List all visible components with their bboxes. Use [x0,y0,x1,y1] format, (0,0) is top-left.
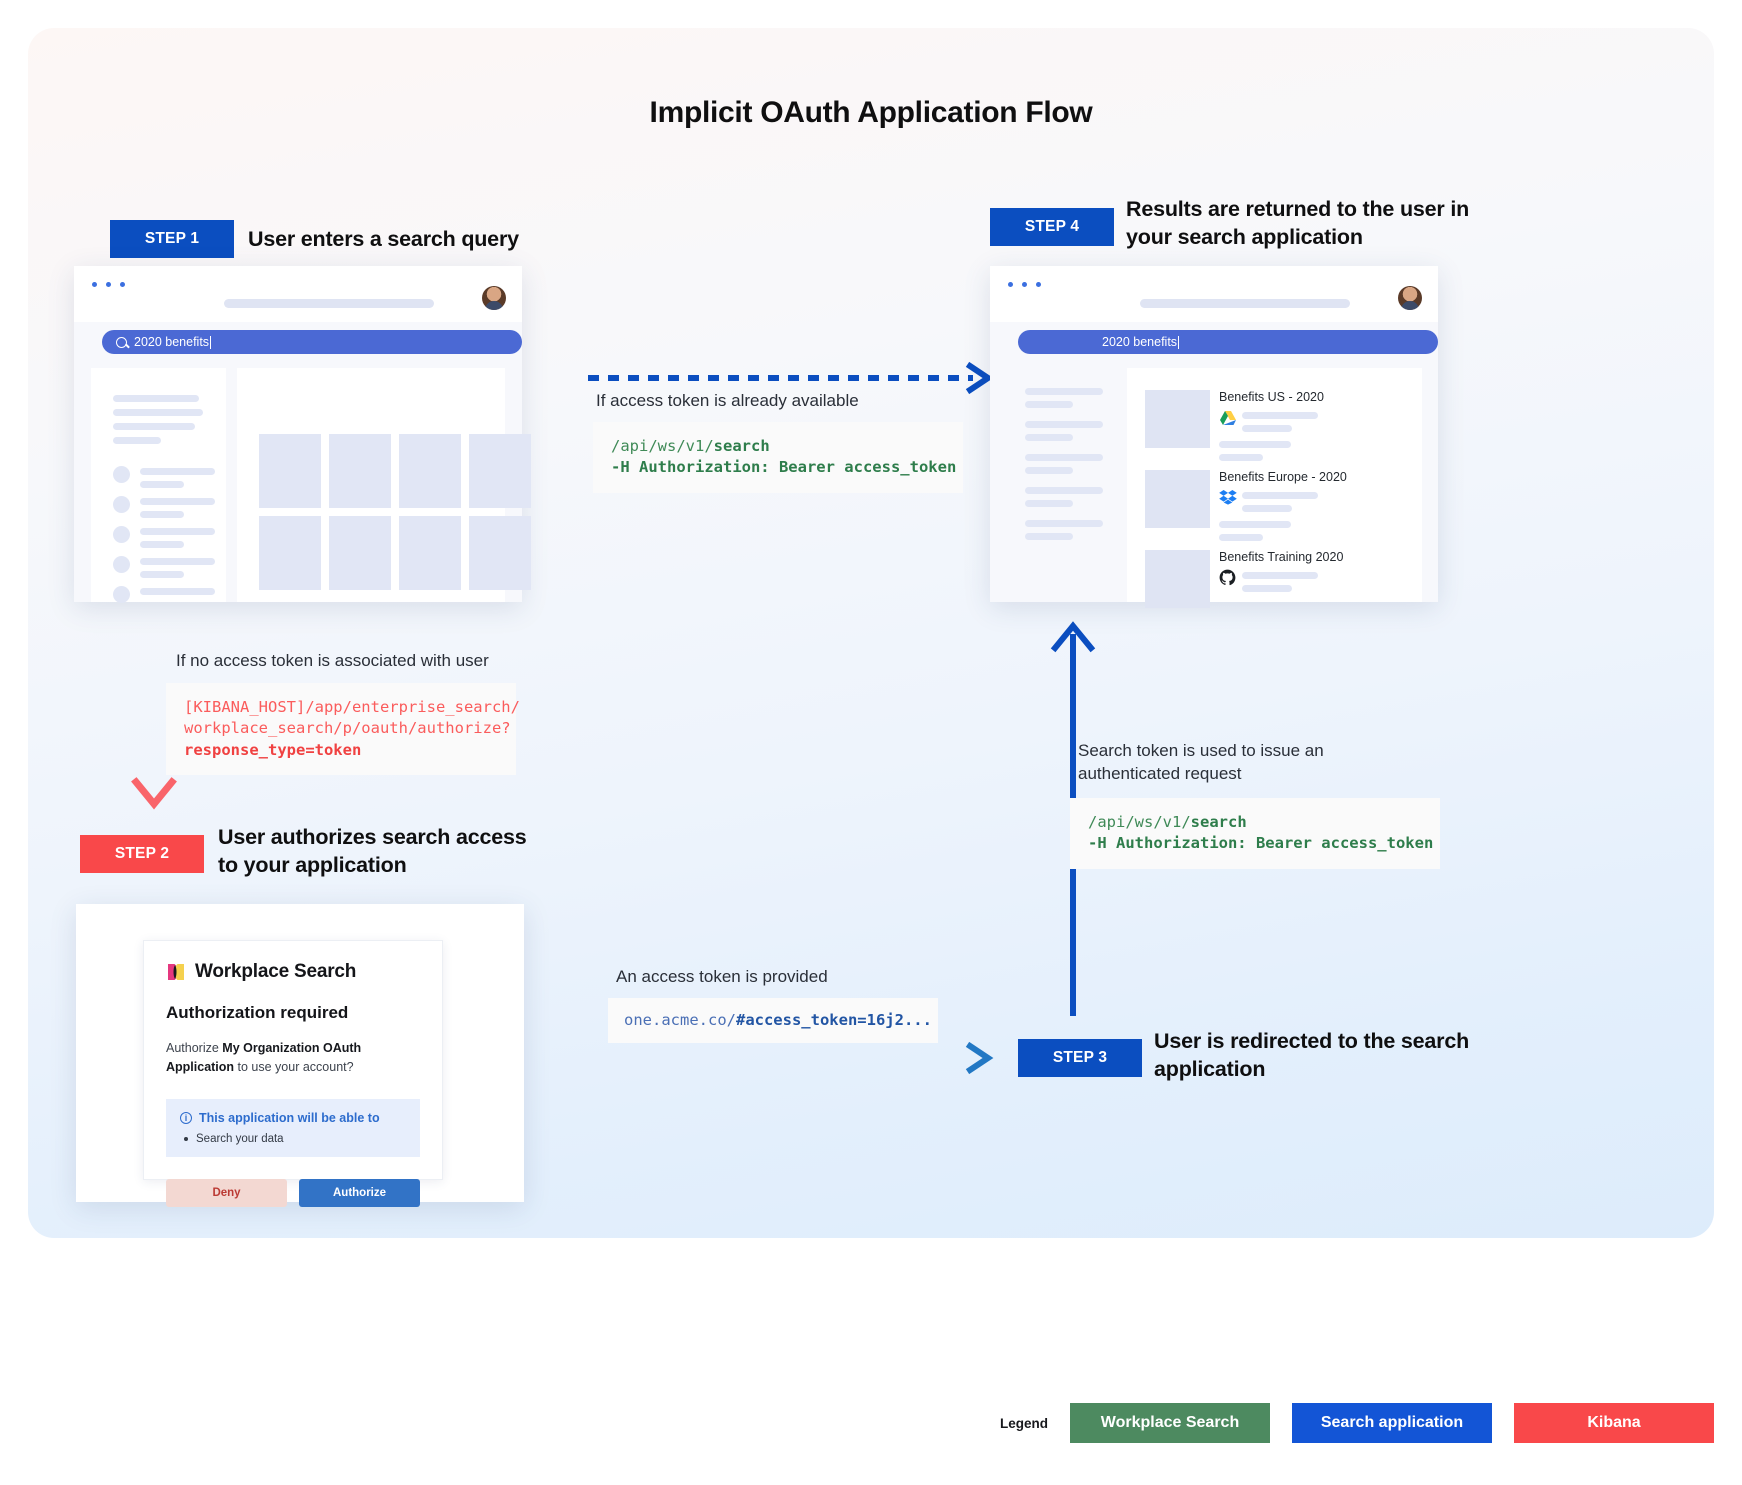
step-4-title: Results are returned to the user in your… [1126,197,1470,249]
legend-chip-search-application: Search application [1292,1403,1492,1443]
legend: Legend Workplace Search Search applicati… [0,1400,1742,1446]
search-input-results[interactable]: 2020 benefits [1018,330,1438,354]
dropbox-icon [1219,489,1237,505]
search-query-text-results: 2020 benefits [1102,335,1178,349]
code-line-2: workplace_search/p/oauth/authorize? [184,719,511,738]
url-bar-results[interactable] [1140,299,1350,308]
code-line-1: [KIBANA_HOST]/app/enterprise_search/ [184,698,520,716]
result-thumbnail [1145,550,1210,608]
auth-heading: Authorization required [166,1003,349,1022]
github-icon [1219,569,1236,586]
code-path-plain: /api/ws/v1/ [611,437,714,455]
google-drive-icon [1219,410,1237,426]
search-query-text: 2020 benefits [134,335,210,349]
text-caret-results [1178,335,1180,349]
step-2-badge: STEP 2 [80,835,204,873]
app-content: 2020 benefits [74,322,531,603]
callout-heading-row: i This application will be able to [180,1111,406,1125]
workplace-search-logo-icon [166,962,186,982]
facet-sidebar-results [1007,368,1127,602]
browser-window-search: 2020 benefits [74,266,531,603]
workplace-search-logo-row: Workplace Search [166,961,420,983]
auth-body: Authorize My Organization OAuth Applicat… [166,1039,420,1077]
step-3-title: User is redirected to the search applica… [1154,1029,1470,1081]
result-title[interactable]: Benefits US - 2020 [1219,390,1324,404]
arrow-token-available [588,361,994,395]
text-caret [210,335,212,349]
step-3-badge: STEP 3 [1018,1039,1142,1077]
page-title: Implicit OAuth Application Flow [649,96,1093,129]
auth-body-suffix: to use your account? [234,1059,354,1074]
step-4-badge: STEP 4 [990,208,1114,246]
token-available-code: /api/ws/v1/search -H Authorization: Bear… [593,422,963,493]
deny-button[interactable]: Deny [166,1178,287,1207]
results-grid [237,368,531,602]
step-2-title: User authorizes search access to your ap… [218,825,527,877]
browser-window-results: 2020 benefits [990,266,1438,608]
redirect-url-token: #access_token=16j2... [735,1011,932,1029]
legend-label: Legend [999,1415,1048,1431]
diagram-panel: Implicit OAuth Application Flow STEP 1 U… [28,28,1714,1238]
info-icon: i [180,1111,192,1124]
no-token-label: If no access token is associated with us… [176,651,489,670]
step-1-title: User enters a search query [248,227,519,251]
step-1-badge: STEP 1 [110,220,234,258]
authenticated-request-label: Search token is used to issue an authent… [1078,741,1324,783]
code-header-line: -H Authorization: Bearer access_token [611,458,957,477]
code-header-line-2: -H Authorization: Bearer access_token [1088,834,1434,853]
authorization-window: Workplace Search Authorization required … [76,904,524,1207]
result-title[interactable]: Benefits Europe - 2020 [1219,470,1347,484]
authorize-button[interactable]: Authorize [299,1178,420,1207]
url-bar[interactable] [224,299,434,308]
product-name: Workplace Search [195,961,357,982]
token-provided-code: one.acme.co/#access_token=16j2... [608,998,938,1044]
avatar-results[interactable] [1398,286,1422,310]
window-dots-icon [92,282,125,287]
facet-sidebar [91,368,226,603]
auth-body-prefix: Authorize [166,1041,223,1055]
code-line-3: response_type=token [184,740,362,759]
auth-button-row: Deny Authorize [166,1178,420,1207]
legend-chip-workplace-search: Workplace Search [1070,1403,1270,1443]
app-content-results: 2020 benefits [990,322,1438,608]
auth-app-name: My Organization OAuth Application [166,1041,362,1074]
search-input[interactable]: 2020 benefits [102,330,522,354]
arrow-token-provided [588,1041,994,1075]
code-path-bold-2: search [1190,813,1247,831]
callout-heading: This application will be able to [199,1110,380,1125]
token-provided-label: An access token is provided [616,967,828,986]
redirect-url-plain: one.acme.co/ [624,1011,736,1029]
permissions-callout: i This application will be able to Searc… [166,1098,420,1157]
permission-item: Search your data [180,1133,406,1145]
code-path-bold: search [713,437,770,455]
window-dots-icon-results [1008,282,1041,287]
no-token-code: [KIBANA_HOST]/app/enterprise_search/ wor… [166,683,520,776]
browser-chrome-bar [74,266,522,322]
result-title[interactable]: Benefits Training 2020 [1219,550,1344,564]
result-thumbnail [1145,470,1210,528]
arrow-step1-to-step2 [131,606,177,810]
legend-chip-kibana: Kibana [1514,1403,1714,1443]
token-available-label: If access token is already available [596,391,859,410]
code-path-plain-2: /api/ws/v1/ [1088,813,1191,831]
authenticated-request-code: /api/ws/v1/search -H Authorization: Bear… [1070,798,1440,869]
search-icon [116,336,127,348]
authorization-card: Workplace Search Authorization required … [143,940,443,1207]
results-list: Benefits US - 2020 [1127,368,1422,608]
avatar[interactable] [482,286,506,310]
result-thumbnail [1145,390,1210,448]
browser-chrome-bar-results [990,266,1438,322]
